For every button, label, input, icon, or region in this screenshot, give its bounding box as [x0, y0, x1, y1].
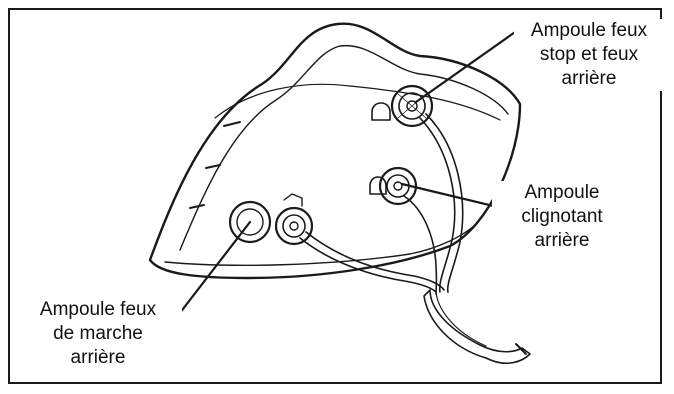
- callout-reverse-bulb: Ampoule feux de marche arrière: [14, 298, 182, 370]
- housing-lower-rim: [165, 226, 474, 265]
- reverse-bulb-socket: [276, 194, 312, 244]
- callout-turn-signal-bulb: Ampoule clignotant arrière: [492, 181, 632, 253]
- callout-stop-tail-bulb: Ampoule feux stop et feux arrière: [514, 19, 664, 91]
- callout-line: clignotant: [492, 205, 632, 229]
- leader-line-reverse: [176, 222, 250, 318]
- housing-slot: [190, 205, 204, 208]
- callout-line: arrière: [14, 346, 182, 370]
- callout-line: arrière: [514, 67, 664, 91]
- mounting-tab: [372, 103, 390, 120]
- callout-line: Ampoule: [492, 181, 632, 205]
- callout-line: Ampoule feux: [514, 19, 664, 43]
- housing-outline: [150, 24, 520, 278]
- mounting-tab: [370, 177, 386, 194]
- callout-line: de marche: [14, 322, 182, 346]
- stop-tail-bulb-socket: [392, 86, 432, 126]
- leader-line-stop-tail: [416, 30, 518, 102]
- callout-line: arrière: [492, 229, 632, 253]
- housing-slot: [224, 122, 240, 126]
- callout-line: Ampoule feux: [14, 298, 182, 322]
- callout-line: stop et feux: [514, 43, 664, 67]
